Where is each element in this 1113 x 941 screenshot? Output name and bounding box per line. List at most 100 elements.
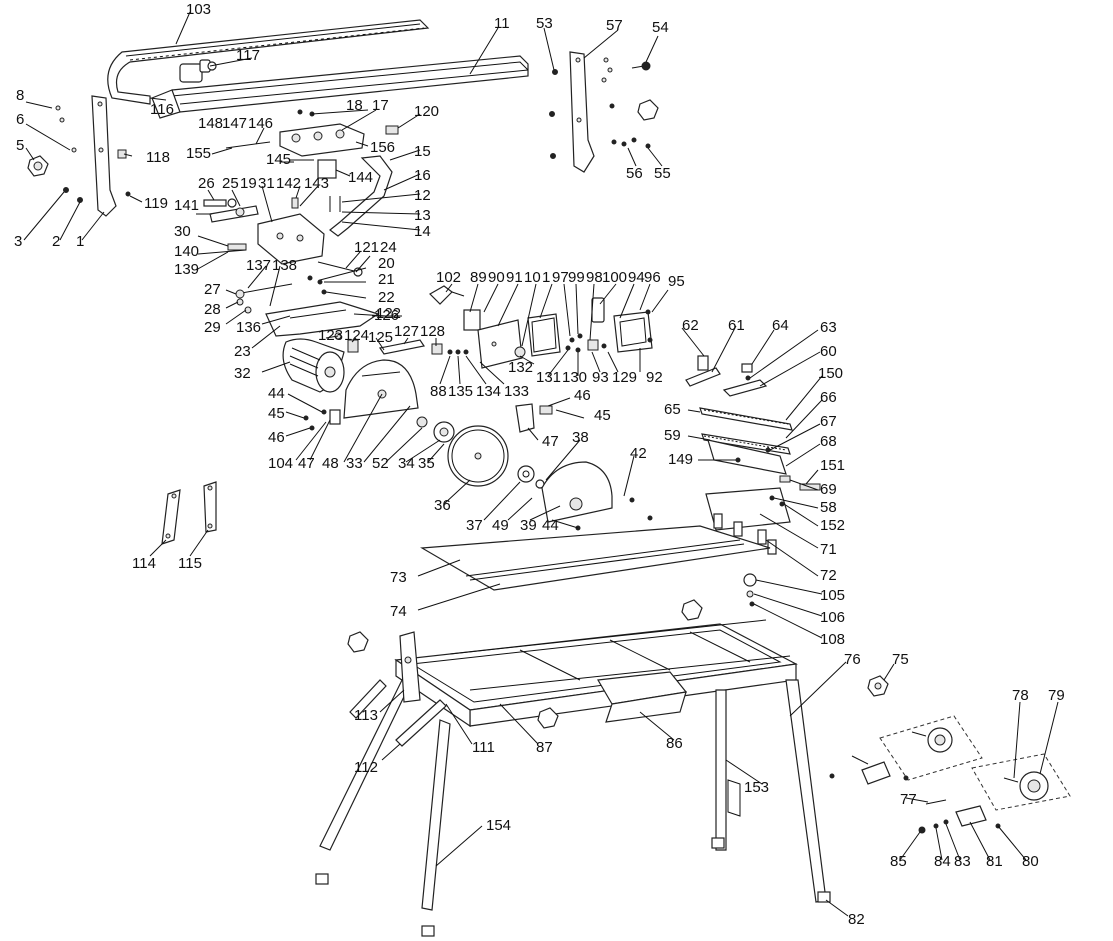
washer-3 xyxy=(63,187,69,193)
screw-18a xyxy=(297,109,303,115)
label-104: 104 xyxy=(268,455,293,472)
plate-60 xyxy=(722,379,768,397)
label-39: 39 xyxy=(520,517,537,534)
label-79: 79 xyxy=(1048,687,1065,704)
caster-81 xyxy=(955,805,1001,829)
label-140: 140 xyxy=(174,243,199,260)
screw-134 xyxy=(463,349,469,355)
label-1: 1 xyxy=(76,233,84,250)
post-72c xyxy=(757,529,767,545)
label-69: 69 xyxy=(820,481,837,498)
label-139: 139 xyxy=(174,261,199,278)
part-labels: 103 11 117 116 53 57 54 56 55 8 6 5 3 2 … xyxy=(14,1,1065,928)
label-66: 66 xyxy=(820,389,837,406)
label-60: 60 xyxy=(820,343,837,360)
label-154: 154 xyxy=(486,817,511,834)
label-47: 47 xyxy=(298,455,315,472)
label-130: 130 xyxy=(562,369,587,386)
screw-22 xyxy=(321,289,327,295)
cover-197 xyxy=(527,313,561,357)
label-10: 10 xyxy=(524,269,541,286)
label-152: 152 xyxy=(820,517,845,534)
label-63: 63 xyxy=(820,319,837,336)
knob-62 xyxy=(697,355,709,371)
part-117 xyxy=(179,59,217,83)
label-111: 111 xyxy=(472,739,495,756)
label-83: 83 xyxy=(954,853,971,870)
foot-82b xyxy=(421,925,435,937)
screw-57a xyxy=(603,57,609,63)
label-151: 151 xyxy=(820,457,845,474)
label-116: 116 xyxy=(150,101,174,118)
plug-102 xyxy=(429,285,465,305)
label-45: 45 xyxy=(268,405,285,422)
screw-57c xyxy=(601,77,607,83)
label-28: 28 xyxy=(204,301,221,318)
carriage-17 xyxy=(279,123,365,157)
label-136: 136 xyxy=(236,319,261,336)
knob-stand-c xyxy=(537,707,559,729)
label-142: 142 xyxy=(276,175,301,192)
label-61: 61 xyxy=(728,317,745,334)
post-72b xyxy=(733,521,743,537)
label-105: 105 xyxy=(820,587,845,604)
label-29: 29 xyxy=(204,319,221,336)
part-106 xyxy=(746,590,754,598)
wheel-assembly-left xyxy=(829,715,983,785)
screw-135 xyxy=(455,349,461,355)
label-76: 76 xyxy=(844,651,861,668)
screw-53a xyxy=(552,69,558,75)
label-119: 119 xyxy=(144,195,168,212)
label-89: 89 xyxy=(470,269,487,286)
link-114 xyxy=(161,489,181,545)
screw-58 xyxy=(769,495,775,501)
link-115 xyxy=(203,481,217,533)
brace-112a xyxy=(349,679,387,719)
screw-44 xyxy=(321,409,327,415)
label-59: 59 xyxy=(664,427,681,444)
washer-37 xyxy=(517,465,535,483)
label-72: 72 xyxy=(820,567,837,584)
foot-82c xyxy=(711,837,725,849)
nut-57 xyxy=(609,103,615,109)
label-120: 120 xyxy=(414,103,439,120)
label-47b: 47 xyxy=(542,433,559,450)
nut-55b xyxy=(645,143,651,149)
label-78: 78 xyxy=(1012,687,1029,704)
part-127 xyxy=(379,339,425,355)
label-85: 85 xyxy=(890,853,907,870)
label-27: 27 xyxy=(204,281,221,298)
part-48 xyxy=(329,409,341,425)
label-147: 147 xyxy=(222,115,247,132)
motor-32 xyxy=(282,338,345,393)
label-108: 108 xyxy=(820,631,845,648)
screw-45 xyxy=(303,415,309,421)
label-138: 138 xyxy=(272,257,297,274)
table-top-73 xyxy=(420,525,771,591)
washer-37-hole xyxy=(522,470,530,478)
screw-8a xyxy=(55,105,61,111)
foot-82a xyxy=(315,873,329,885)
part-105 xyxy=(743,573,757,587)
label-2: 2 xyxy=(52,233,60,250)
washer-2 xyxy=(77,197,83,203)
label-149: 149 xyxy=(668,451,693,468)
screw-95a xyxy=(645,309,651,315)
bar-141 xyxy=(209,205,259,223)
label-73: 73 xyxy=(390,569,407,586)
label-65: 65 xyxy=(664,401,681,418)
label-54: 54 xyxy=(652,19,669,36)
bracket-57 xyxy=(569,51,595,173)
label-102: 102 xyxy=(436,269,461,286)
washer-25 xyxy=(235,207,245,217)
screw-130 xyxy=(575,347,581,353)
label-123: 123 xyxy=(318,327,343,344)
label-67: 67 xyxy=(820,413,837,430)
label-144: 144 xyxy=(348,169,373,186)
label-82: 82 xyxy=(848,911,865,928)
label-86: 86 xyxy=(666,735,683,752)
wheel-assembly-right xyxy=(971,753,1071,811)
label-38: 38 xyxy=(572,429,589,446)
label-74: 74 xyxy=(390,603,407,620)
